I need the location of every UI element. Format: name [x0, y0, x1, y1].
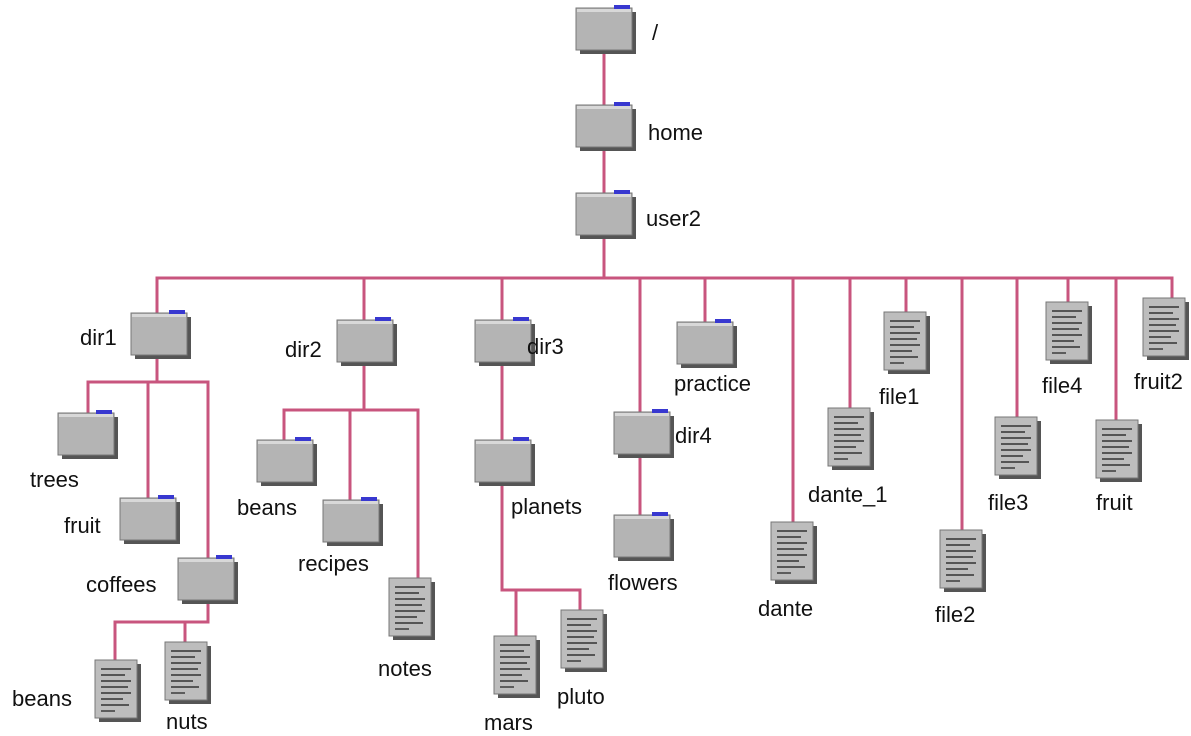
file-fruit[interactable]: fruit — [1095, 419, 1143, 515]
folder-icon — [177, 554, 239, 605]
label-home: home — [648, 120, 703, 145]
label-file3: file3 — [988, 490, 1028, 515]
connector-coffees-bus — [113, 600, 210, 624]
file-dante[interactable]: dante — [758, 521, 818, 621]
connector-planets-bus — [500, 483, 582, 592]
folder-icon — [474, 436, 536, 487]
file-pluto[interactable]: pluto — [557, 609, 608, 709]
label-coffees: coffees — [86, 572, 157, 597]
label-file1: file1 — [879, 384, 919, 409]
label-fruit-file: fruit — [1096, 490, 1133, 515]
label-dante-1: dante_1 — [808, 482, 888, 507]
folder-icon — [474, 316, 536, 367]
file-file4[interactable]: file4 — [1042, 301, 1093, 398]
label-file4: file4 — [1042, 373, 1082, 398]
file-dante-1[interactable]: dante_1 — [808, 407, 888, 507]
file-icon — [1142, 297, 1190, 361]
folder-root[interactable]: / — [575, 4, 659, 55]
folder-icon — [613, 511, 675, 562]
folder-recipes[interactable]: recipes — [298, 496, 384, 576]
folder-dir2[interactable]: dir2 — [285, 316, 398, 367]
folder-fruit[interactable]: fruit — [64, 494, 181, 545]
file-icon — [493, 635, 541, 699]
connector-dir2-bus — [282, 363, 420, 412]
folder-icon — [613, 408, 675, 459]
folder-dir4[interactable]: dir4 — [613, 408, 712, 459]
folder-icon — [256, 436, 318, 487]
label-mars: mars — [484, 710, 533, 735]
label-dir3: dir3 — [527, 334, 564, 359]
folder-icon — [57, 409, 119, 460]
file-icon — [1095, 419, 1143, 483]
label-trees: trees — [30, 467, 79, 492]
folder-practice[interactable]: practice — [674, 318, 751, 396]
label-dante: dante — [758, 596, 813, 621]
file-file1[interactable]: file1 — [879, 311, 931, 409]
label-coffees-beans: beans — [12, 686, 72, 711]
folder-icon — [575, 189, 637, 240]
file-icon — [883, 311, 931, 375]
file-icon — [770, 521, 818, 585]
label-root: / — [652, 20, 659, 45]
folder-icon — [130, 309, 192, 360]
label-practice: practice — [674, 371, 751, 396]
folder-flowers[interactable]: flowers — [608, 511, 678, 595]
folder-icon — [336, 316, 398, 367]
folder-home[interactable]: home — [575, 101, 703, 152]
folder-icon — [322, 496, 384, 547]
label-user2: user2 — [646, 206, 701, 231]
label-dir1: dir1 — [80, 325, 117, 350]
connector-dir1-bus — [86, 355, 210, 384]
file-nuts[interactable]: nuts — [164, 641, 212, 734]
file-icon — [164, 641, 212, 705]
file-file2[interactable]: file2 — [935, 529, 987, 627]
file-icon — [1045, 301, 1093, 365]
label-pluto: pluto — [557, 684, 605, 709]
folder-dir1[interactable]: dir1 — [80, 309, 192, 360]
file-icon — [827, 407, 875, 471]
folder-icon — [575, 101, 637, 152]
label-dir4: dir4 — [675, 423, 712, 448]
folder-icon — [119, 494, 181, 545]
folder-icon — [676, 318, 738, 369]
label-dir2: dir2 — [285, 337, 322, 362]
folder-user2[interactable]: user2 — [575, 189, 701, 240]
folder-planets[interactable]: planets — [474, 436, 582, 519]
folder-coffees[interactable]: coffees — [86, 554, 239, 605]
file-mars[interactable]: mars — [484, 635, 541, 735]
label-fruit-dir: fruit — [64, 513, 101, 538]
file-icon — [994, 416, 1042, 480]
label-notes: notes — [378, 656, 432, 681]
file-icon — [388, 577, 436, 641]
file-notes[interactable]: notes — [378, 577, 436, 681]
file-icon — [94, 659, 142, 723]
folder-dir3[interactable]: dir3 — [474, 316, 564, 367]
label-fruit2: fruit2 — [1134, 369, 1183, 394]
folder-trees[interactable]: trees — [30, 409, 119, 492]
connector-lines — [86, 50, 1174, 662]
label-recipes: recipes — [298, 551, 369, 576]
file-fruit2[interactable]: fruit2 — [1134, 297, 1190, 394]
label-flowers: flowers — [608, 570, 678, 595]
label-nuts: nuts — [166, 709, 208, 734]
file-icon — [939, 529, 987, 593]
label-dir2-beans: beans — [237, 495, 297, 520]
file-file3[interactable]: file3 — [988, 416, 1042, 515]
folder-dir2-beans[interactable]: beans — [237, 436, 318, 520]
file-coffees-beans[interactable]: beans — [12, 659, 142, 723]
label-planets: planets — [511, 494, 582, 519]
folder-icon — [575, 4, 637, 55]
label-file2: file2 — [935, 602, 975, 627]
file-icon — [560, 609, 608, 673]
